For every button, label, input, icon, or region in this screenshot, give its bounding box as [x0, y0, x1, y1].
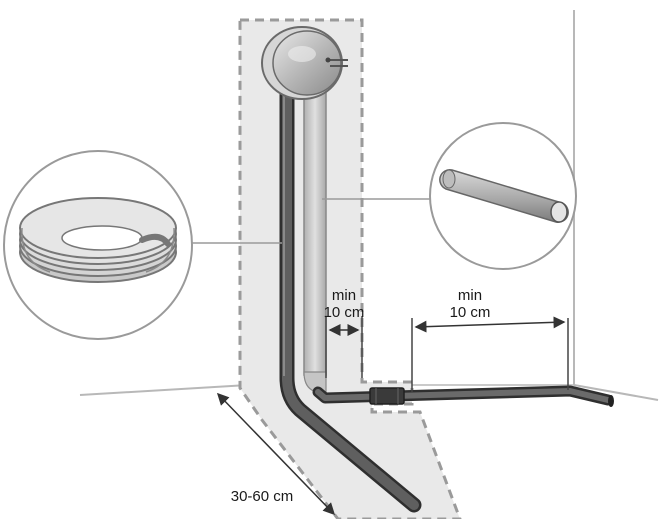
center-gap-label-value: 10 cm: [324, 304, 365, 321]
diagonal-distance-label: 30-60 cm: [231, 488, 294, 505]
center-gap-label-min: min: [332, 287, 356, 304]
diagonal-distance-arrow: [216, 392, 336, 516]
right-gap-label-min: min: [458, 287, 482, 304]
wall-floor-right-line: [573, 384, 659, 401]
coiled-insulation-hose-icon: [3, 150, 193, 340]
right-gap-label-value: 10 cm: [450, 304, 491, 321]
floor-left-line: [79, 384, 249, 396]
right-gap-dimension: min 10 cm: [411, 287, 569, 392]
foam-rod-icon: [429, 122, 577, 270]
center-gap-dimension: min 10 cm: [324, 287, 365, 378]
diagonal-distance-dimension: 30-60 cm: [216, 392, 336, 516]
insulation-tube: [303, 69, 327, 393]
pipe-connector-icon: [369, 387, 405, 405]
round-junction-box-icon: [261, 26, 348, 100]
right-gap-arrow: [414, 316, 566, 333]
